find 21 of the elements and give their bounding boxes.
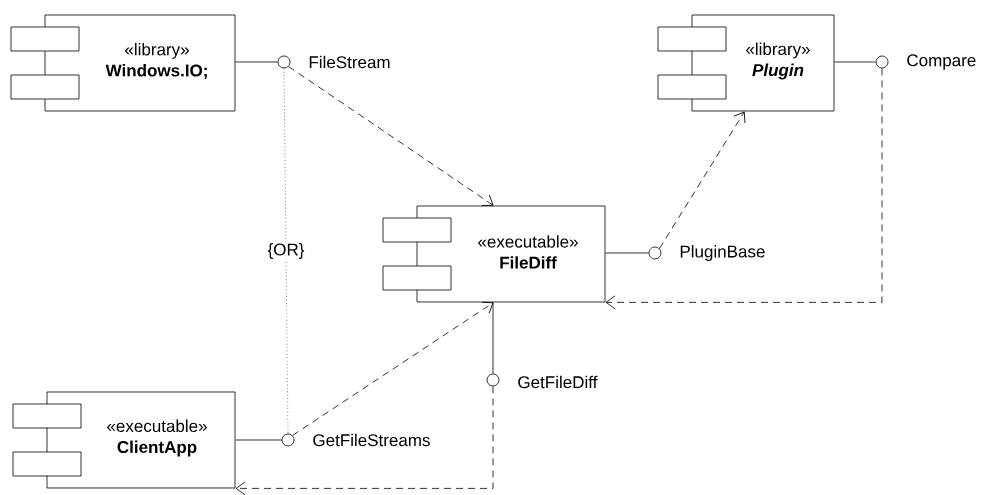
edge-label: {OR} (265, 241, 307, 261)
dependency-arrow (292, 301, 494, 436)
connector-line (235, 439, 282, 441)
component-box: «executable» ClientApp (12, 391, 236, 489)
interface-label: Compare (907, 54, 976, 70)
connector-line (492, 302, 494, 374)
dependency-arrow (659, 111, 746, 249)
interface-label: GetFileDiff (518, 375, 598, 389)
interface-label: PluginBase (680, 245, 765, 261)
dependency-arrow (288, 66, 494, 206)
connector-line (235, 61, 278, 63)
dependency-arrow (605, 68, 883, 310)
interface-label: FileStream (309, 55, 390, 69)
constraint-line (283, 68, 289, 434)
component-box: «library» Plugin (657, 14, 835, 112)
component-box: «library» Windows.IO; (10, 14, 236, 112)
dependency-arrow (235, 386, 494, 495)
interface-label: GetFileStreams (313, 433, 430, 447)
connector-line (834, 61, 876, 63)
connector-line (605, 252, 649, 254)
component-box: «executable» FileDiff (382, 205, 606, 303)
